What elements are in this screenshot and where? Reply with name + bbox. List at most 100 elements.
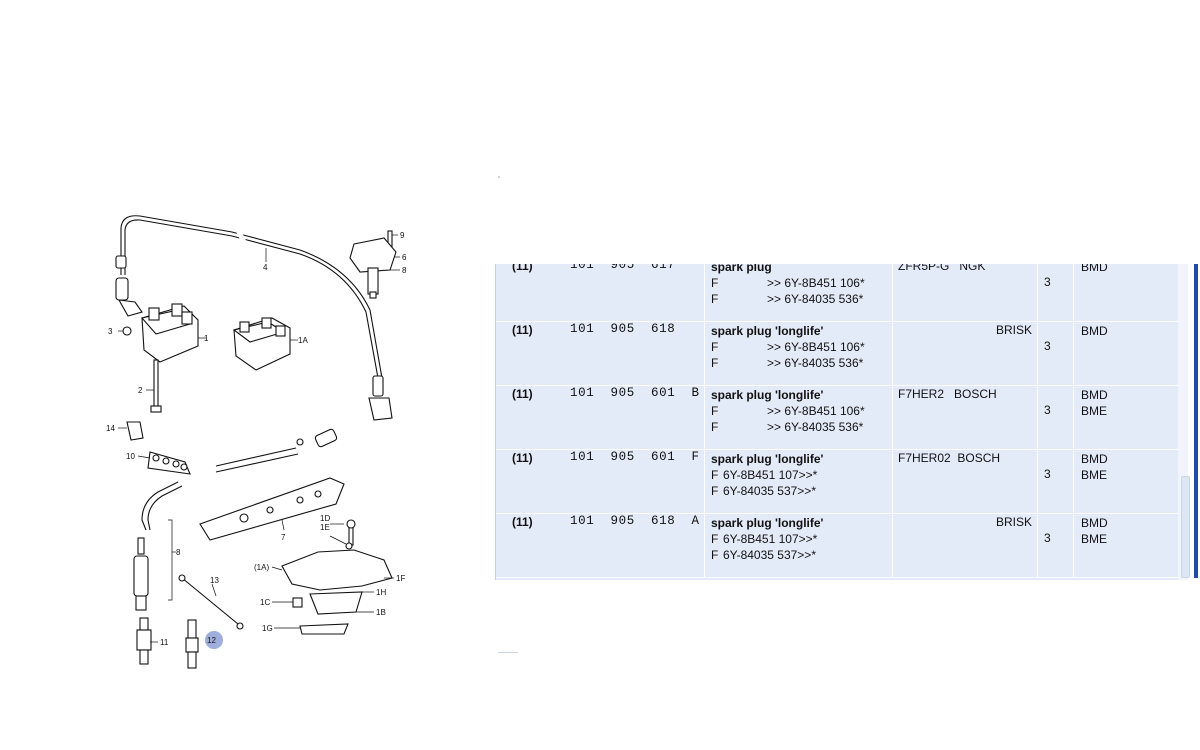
validity-range: >> 6Y-84035 536* [767,356,864,370]
column-divider [1037,322,1038,385]
part-description: spark plug 'longlife' F >> 6Y-8B451 106*F>… [711,387,865,450]
callout-1a: 1A [298,336,308,345]
callout-14: 14 [106,424,115,433]
ht-lead-8 [141,481,179,531]
validity-line: F>> 6Y-84035 536* [711,355,865,371]
callout-7: 7 [281,533,286,542]
callout-9: 9 [400,231,405,240]
callout-8: 8 [176,548,181,557]
callout-1a-paren: (1A) [254,563,269,572]
part-name: spark plug 'longlife' [711,388,824,402]
engine-code: BME [1081,532,1108,546]
callout-1h: 1H [376,588,386,597]
callout-8-top: 8 [402,266,407,275]
validity-range: 6Y-8B451 107>>* [723,532,818,546]
validity-line: F >> 6Y-8B451 106* [711,339,865,355]
artifact-dot [498,652,518,653]
engine-codes: BMD [1081,264,1108,322]
part-spec: BRISK [995,323,1032,337]
callout-1d: 1D [320,514,330,523]
position-ref: (11) [512,264,533,273]
column-divider [704,322,705,385]
validity-line: F 6Y-84035 537>>* [711,483,823,499]
callout-4: 4 [263,263,268,272]
callout-1b: 1B [376,608,386,617]
validity-range: >> 6Y-8B451 106* [767,404,865,418]
validity-code: F [711,276,719,290]
validity-line: F 6Y-8B451 107>>* [711,467,823,483]
part-description: spark plug 'longlife'F>> 6Y-8B451 106*F>… [711,323,865,386]
position-ref: (11) [512,515,533,529]
column-divider [1073,386,1074,449]
validity-code: F [711,532,719,546]
quantity: 3 [1044,275,1051,289]
column-divider [1037,514,1038,577]
column-divider [704,386,705,449]
position-ref: (11) [512,451,533,465]
engine-codes: BMD [1081,323,1108,386]
column-divider [704,514,705,577]
callout-10: 10 [126,452,135,461]
validity-code: F [711,340,719,354]
scrollbar-thumb[interactable] [1181,476,1190,578]
validity-range: >> 6Y-8B451 106* [767,340,865,354]
position-ref: (11) [512,323,533,337]
quantity: 3 [1044,403,1051,417]
validity-code: F [711,468,719,482]
engine-code: BMD [1081,264,1108,274]
column-divider [1037,450,1038,513]
callout-11: 11 [160,638,169,647]
column-divider [1073,322,1074,385]
validity-code: F [711,420,719,434]
validity-line: F>> 6Y-8B451 106* [711,275,865,291]
spark-plug-11 [139,617,149,631]
part-number: 101 905 618 [570,322,676,336]
part-number: 101 905 601 F [570,450,700,464]
callout-1f: 1F [396,574,405,583]
part-spec: F7HER2 BOSCH [898,387,997,401]
part-number: 101 905 601 B [570,386,700,400]
engine-code: BME [1081,404,1108,418]
validity-code: F [711,404,719,418]
column-divider [1073,514,1074,577]
callout-1e: 1E [320,523,330,532]
position-ref: (11) [512,387,533,401]
engine-code: BMD [1081,452,1108,466]
quantity: 3 [1044,467,1051,481]
scrollbar-track[interactable] [1178,264,1188,580]
part-name: spark plug 'longlife' [711,516,824,530]
window-edge-bar [1194,264,1198,578]
part-spec: BRISK [995,515,1032,529]
validity-range: >> 6Y-84035 536* [767,292,864,306]
column-divider [892,322,893,385]
part-spec: F7HER02 BOSCH [898,451,1001,465]
column-divider [1037,386,1038,449]
artifact-dot [498,176,500,178]
engine-code: BMD [1081,324,1108,338]
callout-1: 1 [204,334,209,343]
part-name: spark plug [711,264,772,274]
validity-line: F>> 6Y-84035 536* [711,419,865,435]
quantity: 3 [1044,531,1051,545]
validity-range: 6Y-84035 537>>* [723,484,816,498]
validity-range: 6Y-8B451 107>>* [723,468,818,482]
part-name: spark plug 'longlife' [711,452,824,466]
callout-1c: 1C [260,598,270,607]
validity-line: F 6Y-8B451 107>>* [711,531,823,547]
column-divider [892,264,893,321]
part-number: 101 905 618 A [570,514,700,528]
callout-13: 13 [210,576,219,585]
validity-code: F [711,484,719,498]
part-description: spark plug 'longlife' F 6Y-8B451 107>>* F 6Y… [711,451,823,514]
part-number: 101 905 617 [570,264,676,272]
